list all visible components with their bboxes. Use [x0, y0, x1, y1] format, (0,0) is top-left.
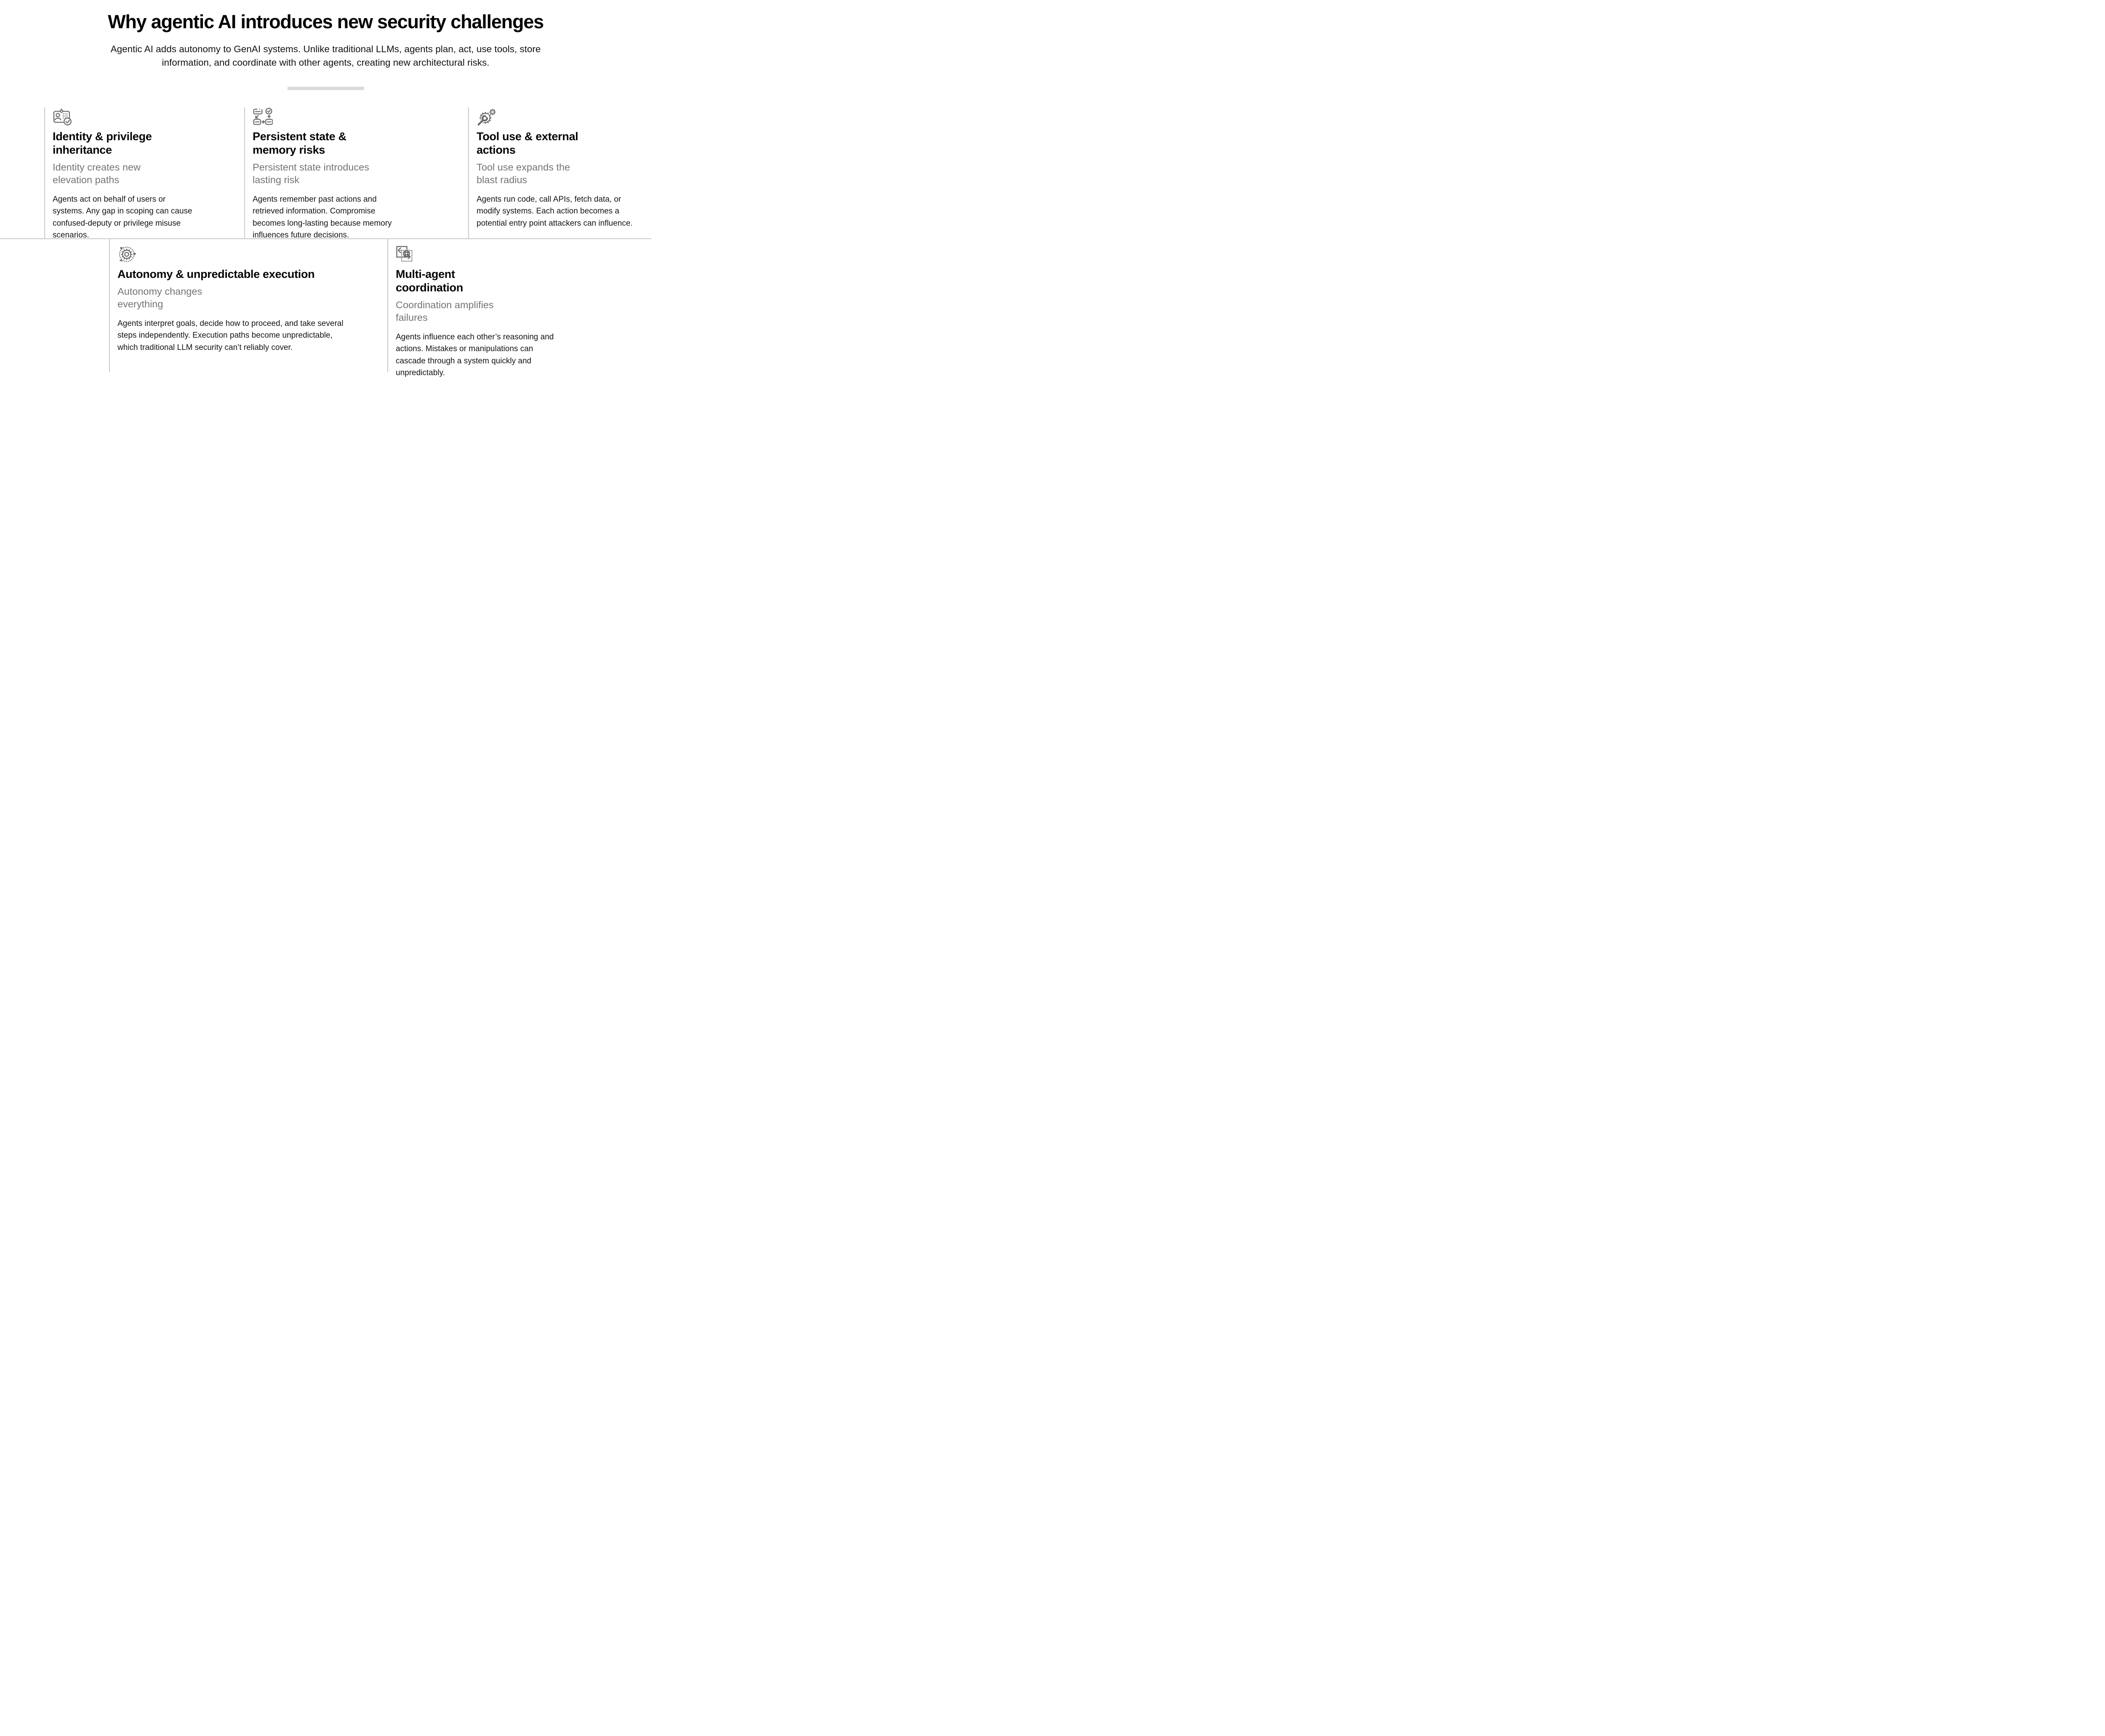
card-title: Tool use & external actions	[477, 130, 578, 157]
card-subtitle: Identity creates new elevation paths	[53, 162, 141, 186]
card-multi-agent: Multi-agent coordination Coordination am…	[387, 239, 648, 377]
gear-rotation-arrows-icon	[117, 245, 387, 264]
card-body: Agents run code, call APIs, fetch data, …	[477, 195, 633, 228]
card-body: Agents remember past actions and retriev…	[253, 195, 392, 240]
title-divider	[287, 87, 364, 90]
card-subtitle: Coordination amplifies failures	[396, 299, 494, 323]
card-tool-use: Tool use & external actions Tool use exp…	[468, 107, 649, 238]
page-subtitle: Agentic AI adds autonomy to GenAI system…	[110, 44, 541, 68]
wrench-gears-icon	[477, 107, 649, 126]
workflow-check-icon	[253, 107, 463, 126]
card-body: Agents act on behalf of users or systems…	[53, 195, 192, 240]
card-autonomy: Autonomy & unpredictable execution Auton…	[109, 239, 387, 372]
id-badge-check-icon	[53, 107, 242, 126]
globe-exchange-icon	[396, 245, 648, 264]
card-persistent-state: Persistent state & memory risks Persiste…	[244, 107, 463, 240]
card-title: Identity & privilege inheritance	[53, 130, 152, 157]
card-subtitle: Autonomy changes everything	[117, 286, 203, 309]
infographic-slide: Why agentic AI introduces new security c…	[0, 0, 651, 403]
card-title: Persistent state & memory risks	[253, 130, 346, 157]
card-title: Autonomy & unpredictable execution	[117, 268, 315, 280]
row-divider	[0, 238, 651, 239]
card-body: Agents influence each other’s reasoning …	[396, 332, 554, 378]
card-identity-privilege: Identity & privilege inheritance Identit…	[44, 107, 242, 240]
card-body: Agents interpret goals, decide how to pr…	[117, 319, 344, 352]
page-title: Why agentic AI introduces new security c…	[108, 11, 544, 32]
card-title: Multi-agent coordination	[396, 268, 463, 294]
card-subtitle: Persistent state introduces lasting risk	[253, 162, 369, 186]
card-subtitle: Tool use expands the blast radius	[477, 162, 570, 186]
